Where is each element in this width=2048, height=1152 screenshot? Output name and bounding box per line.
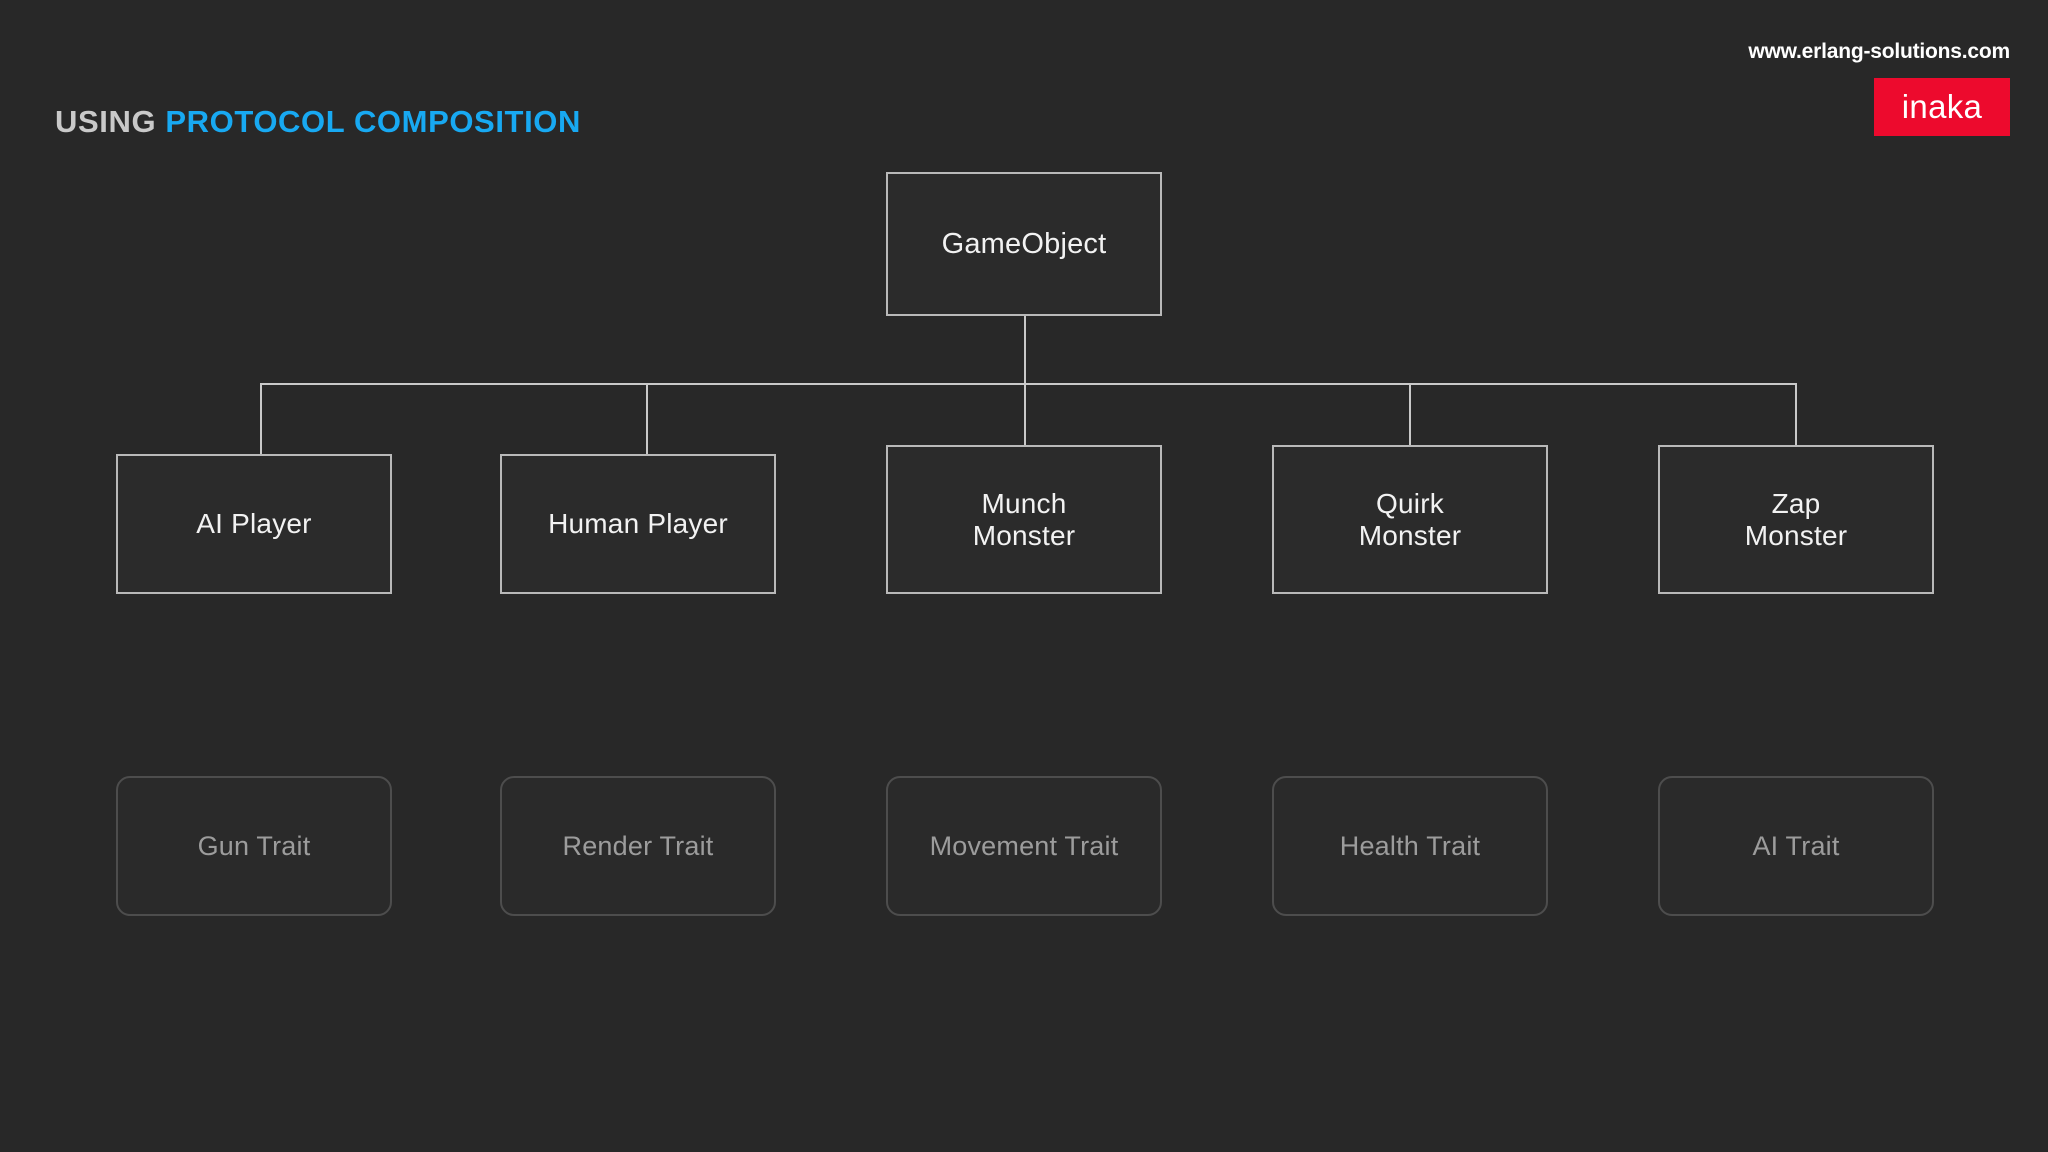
inaka-logo-text: inaka: [1901, 87, 1983, 125]
node-render-trait[interactable]: Render Trait: [500, 776, 776, 916]
node-ai-player[interactable]: AI Player: [116, 454, 392, 594]
node-munch-monster[interactable]: Munch Monster: [886, 445, 1162, 594]
node-zap-monster[interactable]: Zap Monster: [1658, 445, 1934, 594]
page-title-accent: PROTOCOL COMPOSITION: [165, 104, 581, 139]
node-movement-trait-label: Movement Trait: [929, 830, 1119, 861]
connector-drop-human-player: [646, 383, 648, 454]
node-zap-monster-label: Zap Monster: [1744, 487, 1848, 551]
connector-drop-munch-monster: [1024, 383, 1026, 454]
connector-horizontal-bus: [260, 383, 1797, 385]
node-health-trait-label: Health Trait: [1339, 830, 1481, 861]
connector-drop-zap-monster: [1795, 383, 1797, 454]
node-human-player-label: Human Player: [548, 508, 728, 540]
node-movement-trait[interactable]: Movement Trait: [886, 776, 1162, 916]
page-title-plain: USING: [55, 104, 166, 139]
node-ai-trait-label: AI Trait: [1752, 830, 1840, 861]
node-gun-trait-label: Gun Trait: [197, 830, 311, 861]
connector-drop-quirk-monster: [1409, 383, 1411, 454]
site-url: www.erlang-solutions.com: [1748, 40, 2010, 63]
page-title: USING PROTOCOL COMPOSITION: [55, 104, 581, 140]
node-quirk-monster[interactable]: Quirk Monster: [1272, 445, 1548, 594]
node-gameobject[interactable]: GameObject: [886, 172, 1162, 316]
node-munch-monster-label: Munch Monster: [972, 487, 1076, 551]
node-human-player[interactable]: Human Player: [500, 454, 776, 594]
node-ai-trait[interactable]: AI Trait: [1658, 776, 1934, 916]
node-render-trait-label: Render Trait: [562, 830, 714, 861]
node-quirk-monster-label: Quirk Monster: [1358, 487, 1462, 551]
node-ai-player-label: AI Player: [196, 508, 312, 540]
connector-root-stem: [1024, 316, 1026, 383]
node-gun-trait[interactable]: Gun Trait: [116, 776, 392, 916]
connector-drop-ai-player: [260, 383, 262, 454]
node-gameobject-label: GameObject: [941, 227, 1107, 260]
node-health-trait[interactable]: Health Trait: [1272, 776, 1548, 916]
inaka-logo: inaka: [1874, 78, 2010, 136]
